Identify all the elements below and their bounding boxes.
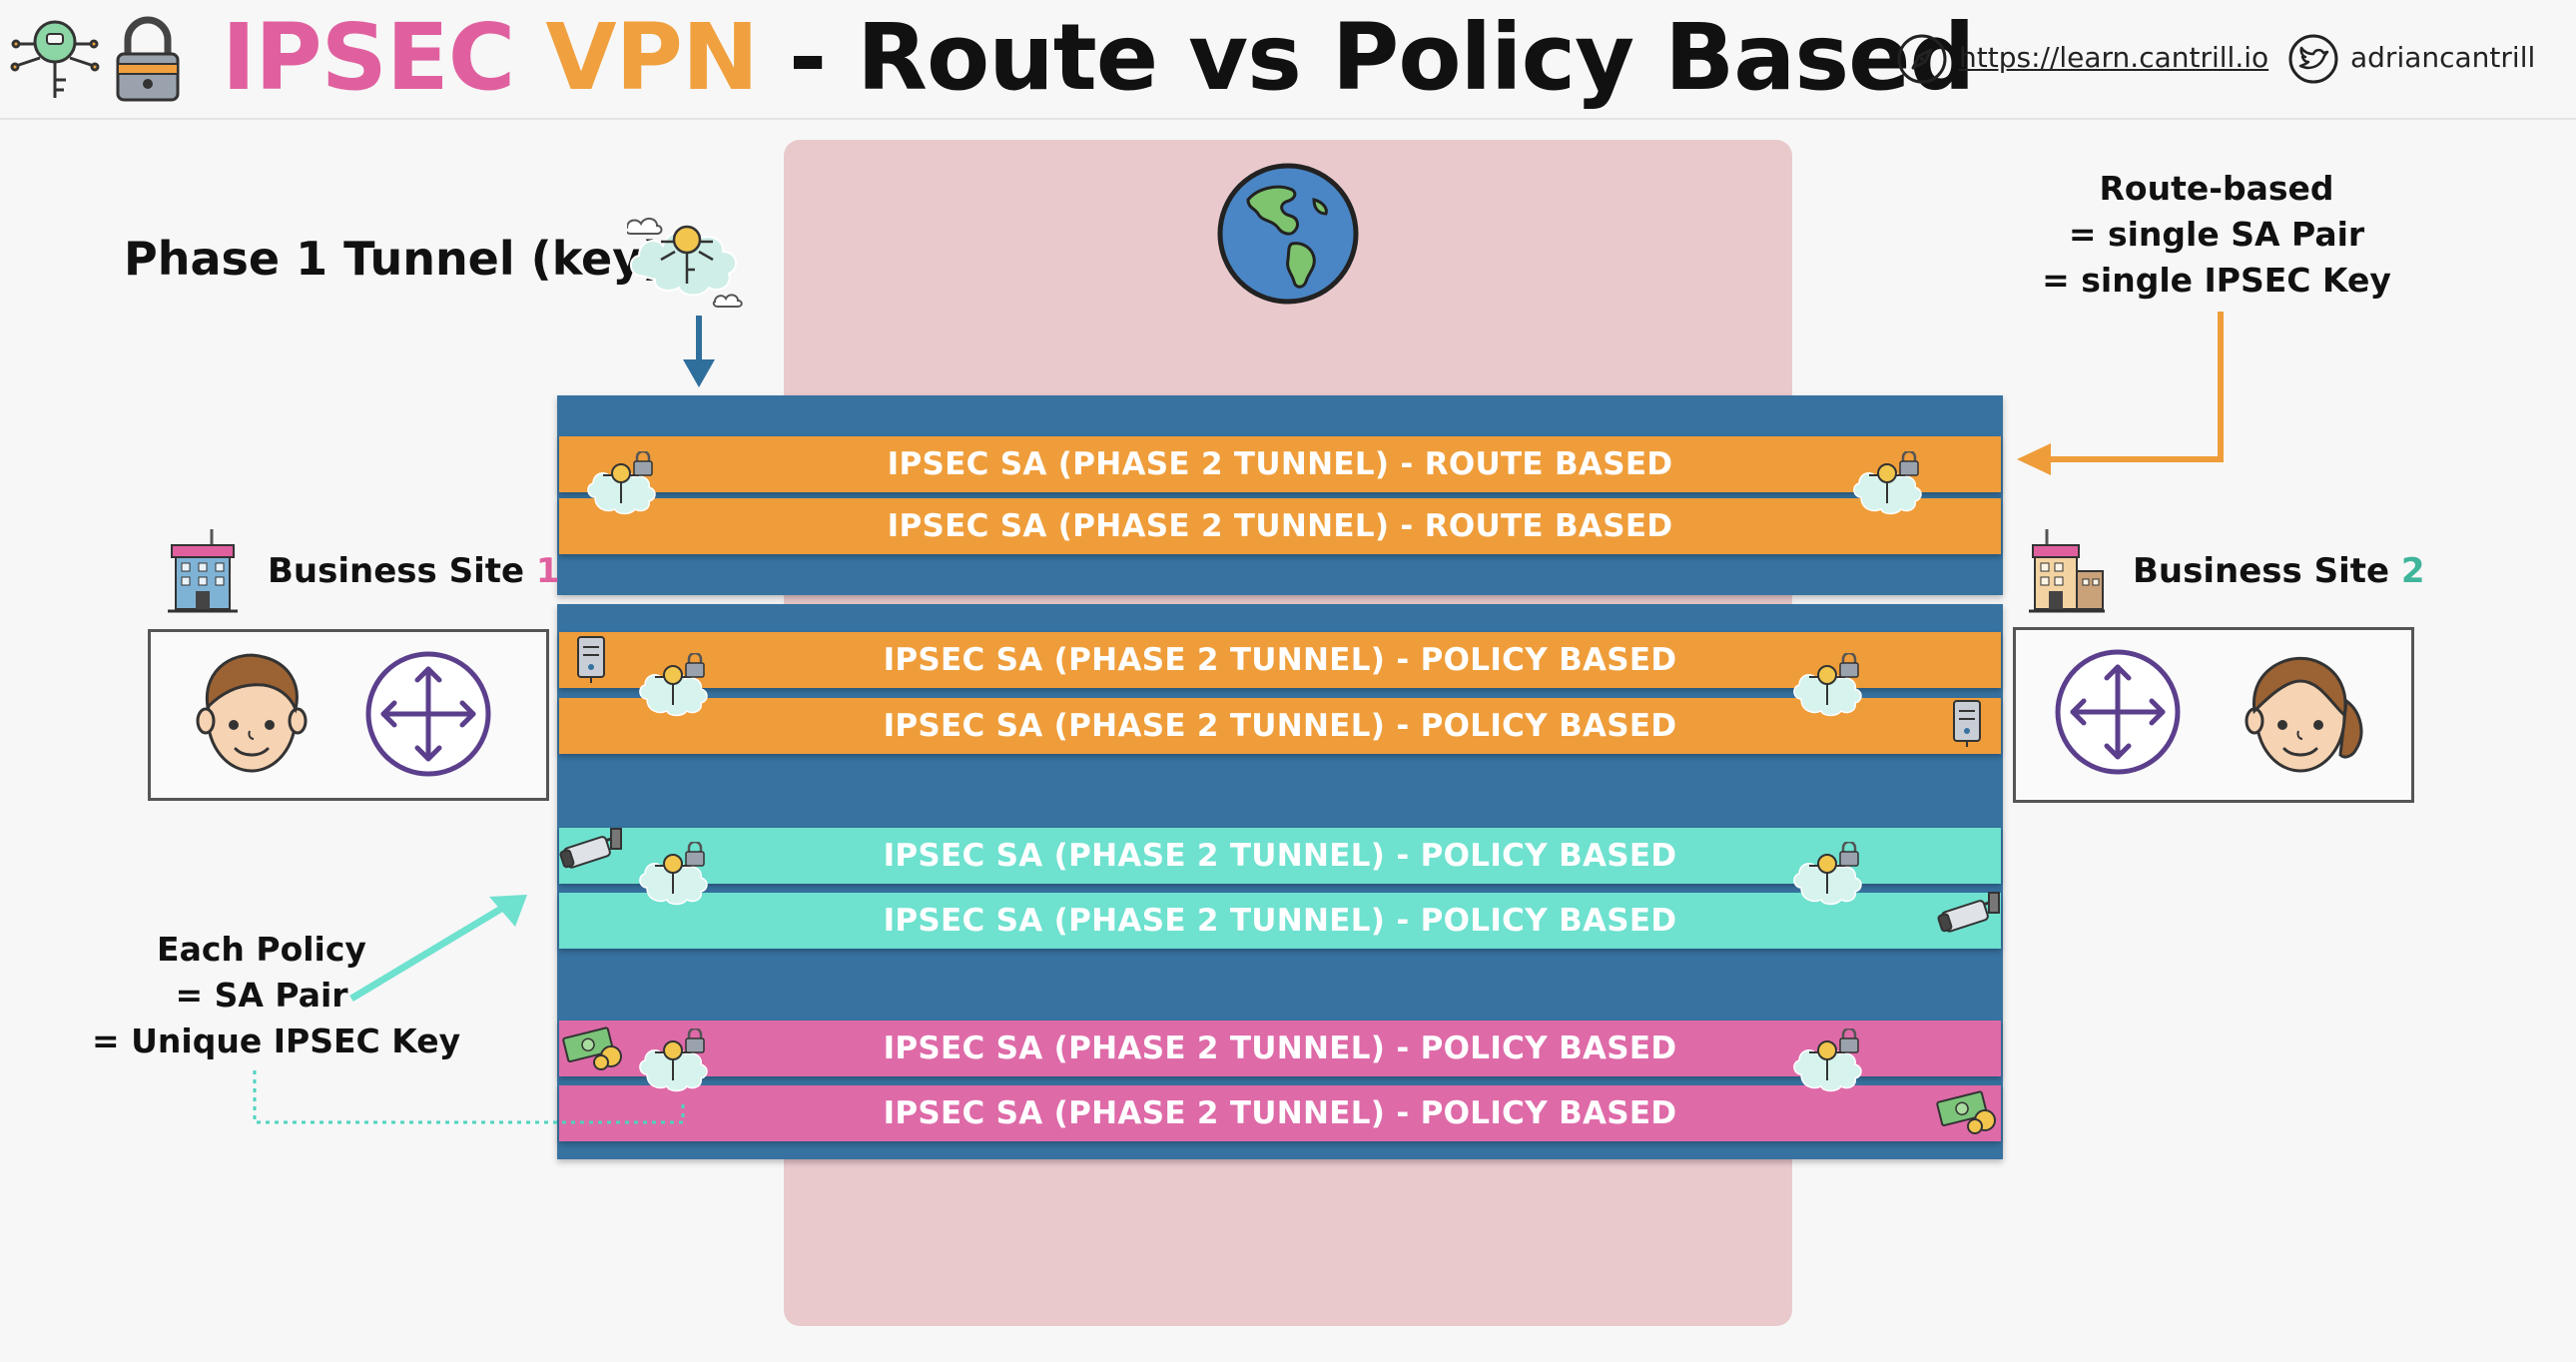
money-icon (1936, 1090, 1996, 1134)
sa-policy-teal-1: IPSEC SA (PHASE 2 TUNNEL) - POLICY BASED (559, 828, 2001, 884)
key-circuit-icon (10, 20, 100, 98)
route-based-note: Route-based = single SA Pair = single IP… (2037, 166, 2396, 304)
site2-label: Business Site 2 (2133, 551, 2425, 591)
policy-note-arrow (349, 895, 527, 1003)
policy-note-line-1: Each Policy (157, 930, 366, 969)
padlock-icon (116, 16, 180, 102)
route-note-line-1: Route-based (2099, 169, 2334, 208)
site1-number: 1 (535, 551, 560, 591)
phase1-arrow (683, 316, 715, 387)
phase1-label: Phase 1 Tunnel (key) (124, 232, 664, 286)
money-icon (562, 1026, 622, 1070)
site2-text: Business Site (2133, 551, 2401, 591)
person-icon (196, 653, 308, 773)
twitter-handle[interactable]: adriancantrill (2350, 41, 2536, 74)
policy-note-line-3: = Unique IPSEC Key (92, 1022, 461, 1060)
person-icon (2245, 656, 2363, 773)
globe-icon (1217, 163, 1359, 305)
sa-policy-orange-2: IPSEC SA (PHASE 2 TUNNEL) - POLICY BASED (559, 698, 2001, 754)
title-vpn: VPN (545, 4, 759, 111)
title-ipsec: IPSEC (222, 4, 515, 111)
key-badge-icon (1793, 1028, 1863, 1092)
page-title: IPSEC VPN - Route vs Policy Based (222, 2, 1975, 114)
website-link[interactable]: https://learn.cantrill.io (1959, 41, 2269, 74)
office-building-icon (2029, 529, 2105, 613)
sa-route-based-1: IPSEC SA (PHASE 2 TUNNEL) - ROUTE BASED (559, 436, 2001, 492)
policy-dotted-connector (253, 1070, 685, 1124)
router-icon (2055, 649, 2181, 775)
server-icon (1953, 700, 1981, 747)
sa-policy-pink-1: IPSEC SA (PHASE 2 TUNNEL) - POLICY BASED (559, 1021, 2001, 1076)
sa-policy-orange-1: IPSEC SA (PHASE 2 TUNNEL) - POLICY BASED (559, 632, 2001, 688)
key-badge-icon (1853, 451, 1923, 515)
cctv-camera-icon (1937, 892, 2000, 933)
key-badge-icon (1793, 653, 1863, 717)
office-building-icon (168, 529, 238, 613)
key-badge-icon (639, 653, 709, 717)
key-cloud-icon (627, 218, 743, 308)
site1-text: Business Site (268, 551, 536, 591)
route-based-tunnel-block (557, 395, 2003, 595)
twitter-bird-icon (2288, 34, 2338, 84)
title-rest: - Route vs Policy Based (757, 4, 1975, 111)
server-icon (577, 636, 605, 683)
key-badge-icon (1793, 842, 1863, 906)
sa-route-based-2: IPSEC SA (PHASE 2 TUNNEL) - ROUTE BASED (559, 498, 2001, 554)
compass-icon (1897, 34, 1947, 84)
site1-label: Business Site 1 (268, 551, 560, 591)
sa-policy-pink-2: IPSEC SA (PHASE 2 TUNNEL) - POLICY BASED (559, 1085, 2001, 1141)
policy-note-line-2: = SA Pair (175, 976, 348, 1015)
route-note-arrow (2017, 312, 2224, 475)
key-badge-icon (639, 842, 709, 906)
header-bar (0, 0, 2576, 120)
key-badge-icon (587, 451, 657, 515)
cctv-camera-icon (559, 828, 622, 869)
site2-number: 2 (2400, 551, 2425, 591)
policy-note: Each Policy = SA Pair = Unique IPSEC Key (92, 927, 461, 1064)
sa-policy-teal-2: IPSEC SA (PHASE 2 TUNNEL) - POLICY BASED (559, 893, 2001, 949)
route-note-line-2: = single SA Pair (2068, 215, 2365, 254)
route-note-line-3: = single IPSEC Key (2042, 261, 2391, 300)
router-icon (365, 651, 491, 777)
